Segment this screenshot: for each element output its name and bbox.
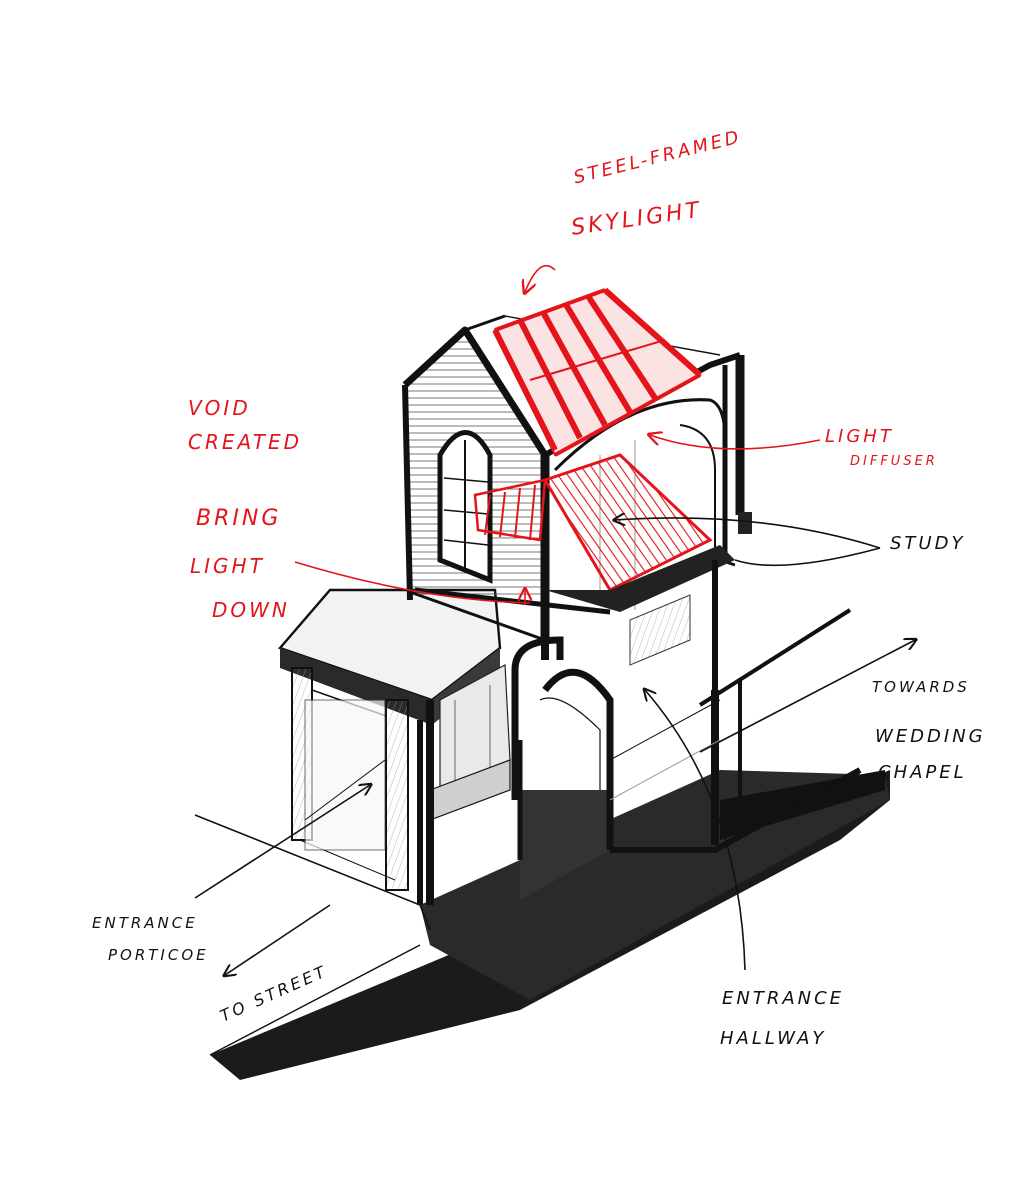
black-leaders [194, 518, 915, 975]
void-label-line5: Down [212, 598, 290, 622]
arched-window [437, 430, 493, 584]
void-label-line2: Created [188, 430, 302, 454]
portico-label-line2: Porticoe [108, 946, 209, 964]
skylight-structure [492, 287, 703, 457]
hallway-structure [426, 608, 862, 905]
void-label-line1: Void [188, 396, 251, 420]
hallway-label-line1: Entrance [722, 988, 845, 1009]
hallway-label-line2: Hallway [720, 1028, 827, 1049]
diffuser-label-line2: Diffuser [850, 454, 938, 469]
portico-label-line1: Entrance [92, 914, 198, 932]
entrance-portico [277, 588, 511, 905]
study-label: Study [890, 533, 966, 554]
void-label-line4: Light [190, 554, 265, 578]
wedding-label-line1: Towards [872, 678, 970, 696]
red-leaders [294, 264, 821, 605]
study-floor [414, 545, 735, 690]
void-label-line3: Bring [196, 506, 282, 531]
wedding-label-line2: Wedding [875, 726, 986, 747]
light-diffuser [473, 453, 713, 592]
wedding-label-line3: Chapel [878, 762, 967, 783]
diffuser-label-line1: Light [825, 426, 894, 447]
